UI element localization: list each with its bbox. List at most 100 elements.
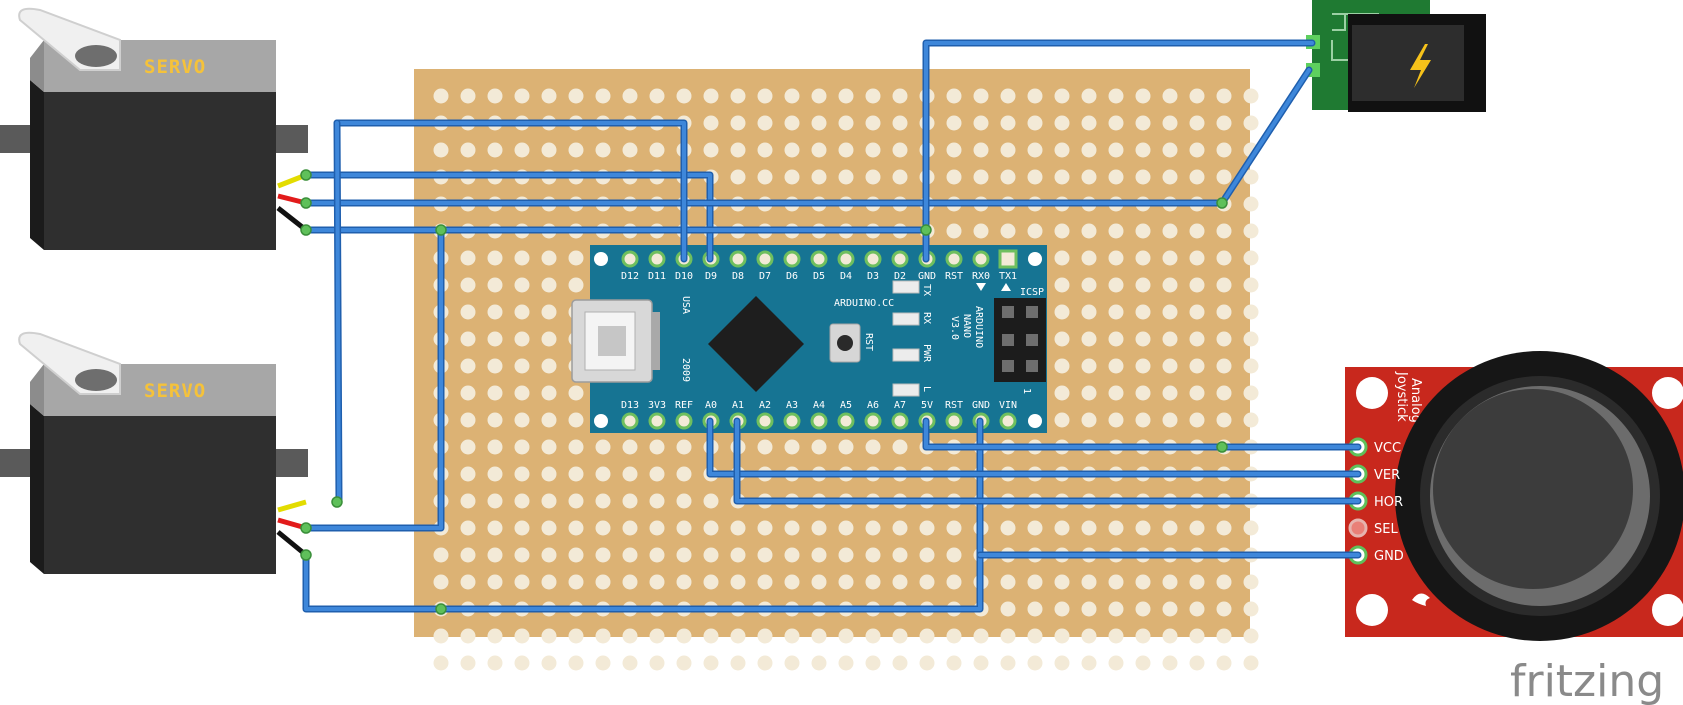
perfboard-hole (946, 142, 962, 158)
perfboard-hole (1135, 412, 1151, 428)
perfboard-hole (757, 439, 773, 455)
wire (335, 121, 341, 504)
perfboard-hole (595, 574, 611, 590)
perfboard-hole (568, 250, 584, 266)
perfboard-hole (973, 88, 989, 104)
nano-pin-top (756, 250, 774, 268)
reset-button[interactable] (829, 323, 861, 363)
nano-top-pin-label: D4 (840, 271, 852, 282)
perfboard-hole (811, 115, 827, 131)
nano-bottom-pin-label: RST (945, 400, 963, 411)
perfboard-hole (676, 574, 692, 590)
perfboard-hole (784, 520, 800, 536)
perfboard-hole (1162, 223, 1178, 239)
perfboard-hole (919, 628, 935, 644)
perfboard-hole (838, 547, 854, 563)
wire (924, 41, 1314, 261)
perfboard-hole (622, 88, 638, 104)
perfboard-hole (919, 574, 935, 590)
perfboard-hole (784, 628, 800, 644)
perfboard-hole (1108, 358, 1124, 374)
perfboard-hole (676, 655, 692, 671)
perfboard-hole (514, 439, 530, 455)
perfboard-hole (1054, 250, 1070, 266)
perfboard-hole (595, 628, 611, 644)
perfboard-hole (892, 628, 908, 644)
perfboard-hole (487, 547, 503, 563)
nano-year-label: 2009 (680, 358, 691, 382)
perfboard-hole (838, 115, 854, 131)
perfboard-hole (730, 88, 746, 104)
perfboard-hole (946, 547, 962, 563)
perfboard-hole (622, 574, 638, 590)
perfboard-hole (487, 331, 503, 347)
perfboard-hole (757, 655, 773, 671)
perfboard-hole (460, 304, 476, 320)
perfboard-hole (892, 574, 908, 590)
perfboard-hole (1189, 115, 1205, 131)
perfboard-hole (703, 547, 719, 563)
nano-top-pin-label: TX1 (999, 271, 1017, 282)
perfboard-hole (865, 439, 881, 455)
nano-pin-bottom (945, 412, 963, 430)
perfboard-hole (1135, 655, 1151, 671)
perfboard-hole (514, 88, 530, 104)
perfboard-hole (1216, 574, 1232, 590)
perfboard-hole (1162, 250, 1178, 266)
perfboard-hole (460, 547, 476, 563)
perfboard-hole (460, 439, 476, 455)
perfboard-hole (757, 142, 773, 158)
nano-bottom-pin-label: D13 (621, 400, 639, 411)
wire (924, 419, 1360, 449)
perfboard-hole (487, 520, 503, 536)
led-l-label: L (921, 386, 932, 392)
arduino-nano: USA 2009 RST ARDUINO.CC TX RX PWR L ARDU… (571, 245, 1047, 433)
perfboard-hole (757, 628, 773, 644)
perfboard-hole (1162, 628, 1178, 644)
perfboard-hole (838, 142, 854, 158)
perfboard-hole (892, 169, 908, 185)
perfboard-hole (568, 385, 584, 401)
perfboard-hole (487, 358, 503, 374)
nano-pin-bottom (756, 412, 774, 430)
nano-pin-top (621, 250, 639, 268)
perfboard-hole (1000, 655, 1016, 671)
perfboard-hole (1000, 115, 1016, 131)
perfboard-hole (541, 628, 557, 644)
nano-pin-bottom (891, 412, 909, 430)
perfboard-hole (568, 493, 584, 509)
perfboard-hole (919, 547, 935, 563)
nano-top-pin-label: RST (945, 271, 963, 282)
perfboard-hole (460, 520, 476, 536)
joystick-pin-label: SEL (1374, 522, 1398, 537)
perfboard-hole (433, 655, 449, 671)
perfboard-hole (1081, 88, 1097, 104)
perfboard-hole (487, 628, 503, 644)
nano-pin-bottom (783, 412, 801, 430)
perfboard-hole (1243, 655, 1259, 671)
wire-endpoint (300, 549, 312, 561)
perfboard-hole (622, 628, 638, 644)
perfboard-hole (1081, 574, 1097, 590)
perfboard-hole (784, 169, 800, 185)
perfboard-hole (1135, 115, 1151, 131)
perfboard-hole (1189, 223, 1205, 239)
nano-top-pin-label: D9 (705, 271, 717, 282)
perfboard-hole (1216, 223, 1232, 239)
perfboard-hole (622, 520, 638, 536)
nano-bottom-pin-label: GND (972, 400, 990, 411)
perfboard-hole (1216, 601, 1232, 617)
perfboard-hole (460, 466, 476, 482)
perfboard-hole (1189, 385, 1205, 401)
perfboard-hole (703, 520, 719, 536)
perfboard-hole (1243, 520, 1259, 536)
perfboard-hole (1000, 628, 1016, 644)
perfboard-hole (1189, 628, 1205, 644)
perfboard-hole (1027, 601, 1043, 617)
perfboard-hole (1189, 250, 1205, 266)
wire (304, 419, 982, 611)
perfboard-hole (784, 574, 800, 590)
perfboard-hole (703, 574, 719, 590)
perfboard-hole (1162, 331, 1178, 347)
